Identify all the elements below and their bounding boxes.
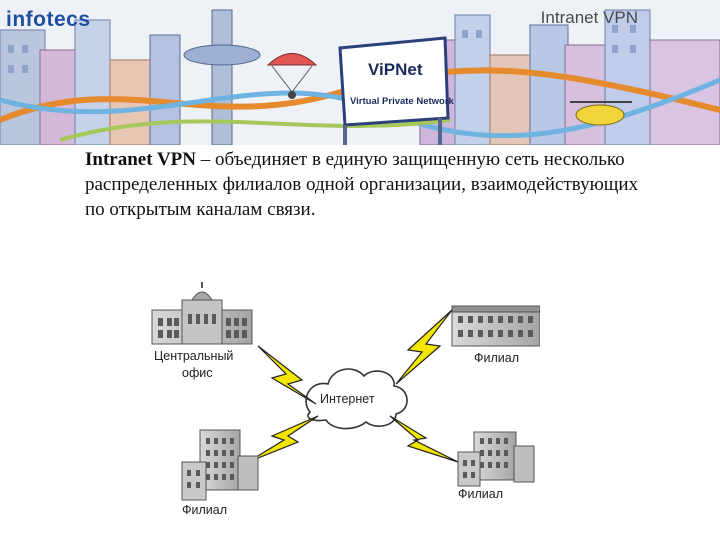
central-office-building <box>151 282 253 345</box>
central-office-label-line2: офис <box>182 366 212 380</box>
slide-title: Intranet VPN <box>540 8 638 27</box>
branch-label-bottom-left: Филиал <box>182 503 227 517</box>
building-shape <box>39 49 79 145</box>
helicopter-shape <box>575 104 625 126</box>
definition-term: Intranet VPN <box>85 149 197 170</box>
city-illustration: ViPNet Virtual Private Network <box>0 0 720 145</box>
lightning-icon <box>257 345 317 405</box>
infotecs-logo: infotecs <box>6 8 91 31</box>
building-shape <box>74 19 111 145</box>
building-shape <box>454 14 491 145</box>
building-shape <box>604 9 651 145</box>
branch-building-top-right <box>451 305 541 347</box>
branch-building-bottom-left <box>181 429 259 501</box>
billboard-tagline: Virtual Private Network <box>350 96 455 107</box>
parachute-shape <box>266 53 318 66</box>
header-banner: ViPNet Virtual Private Network infotecs … <box>0 0 720 145</box>
billboard-shape <box>338 36 450 127</box>
network-diagram: Центральный офис Филиал Интернет <box>140 280 541 535</box>
definition-text: – объединяет в единую защищенную сеть не… <box>85 149 639 220</box>
central-office-label-line1: Центральный <box>154 349 233 363</box>
internet-label: Интернет <box>320 392 375 406</box>
tower-shape <box>211 9 233 145</box>
tube-shape <box>59 118 451 142</box>
definition-paragraph: Intranet VPN – объединяет в единую защищ… <box>85 147 645 222</box>
branch-label-bottom-right: Филиал <box>458 487 503 501</box>
building-shape <box>529 24 569 145</box>
branch-label-top-right: Филиал <box>474 351 519 365</box>
lightning-icon <box>389 415 459 463</box>
billboard-brand: ViPNet <box>368 60 423 79</box>
lightning-icon <box>395 309 453 385</box>
building-shape <box>149 34 181 145</box>
branch-building-bottom-right <box>457 431 535 487</box>
internet-cloud <box>305 368 408 430</box>
lightning-icon <box>247 415 319 463</box>
